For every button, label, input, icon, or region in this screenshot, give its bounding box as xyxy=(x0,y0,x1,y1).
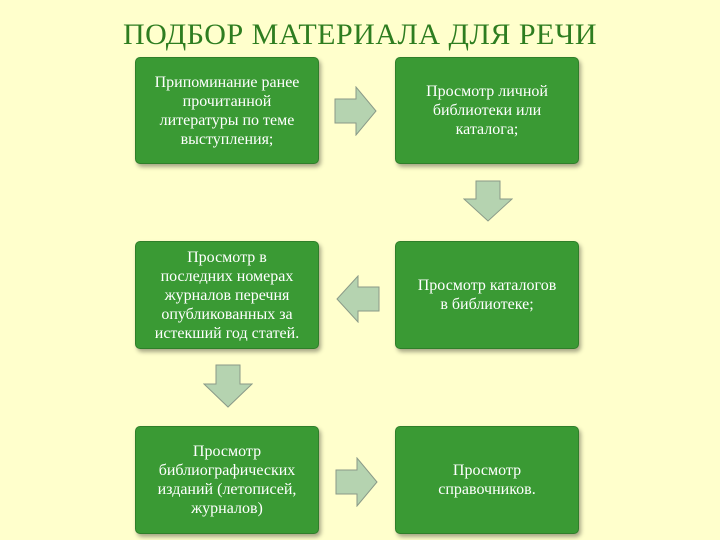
step-text-2: Просмотр личной библиотеки или каталога; xyxy=(426,83,548,138)
step-text-6: Просмотр справочников. xyxy=(438,462,536,498)
step-box-3: Просмотр каталогов в библиотеке; xyxy=(395,241,579,349)
step-box-1: Припоминание ранее прочитанной литератур… xyxy=(135,57,319,164)
step-box-6: Просмотр справочников. xyxy=(395,426,579,534)
step-box-2: Просмотр личной библиотеки или каталога; xyxy=(395,57,579,164)
page-title: ПОДБОР МАТЕРИАЛА ДЛЯ РЕЧИ xyxy=(122,18,598,51)
step-box-4: Просмотр в последних номерах журналов пе… xyxy=(135,241,319,349)
step-text-5: Просмотр библиографических изданий (лето… xyxy=(157,443,297,517)
step-text-4: Просмотр в последних номерах журналов пе… xyxy=(154,248,300,342)
step-text-3: Просмотр каталогов в библиотеке; xyxy=(417,277,557,313)
arrow-left-icon xyxy=(336,275,380,323)
step-text-1: Припоминание ранее прочитанной литератур… xyxy=(154,73,300,148)
arrow-right-icon xyxy=(334,86,377,136)
arrow-right-icon xyxy=(335,457,378,507)
step-box-5: Просмотр библиографических изданий (лето… xyxy=(135,426,319,534)
arrow-down-icon xyxy=(463,180,513,222)
arrow-down-icon xyxy=(203,364,253,408)
